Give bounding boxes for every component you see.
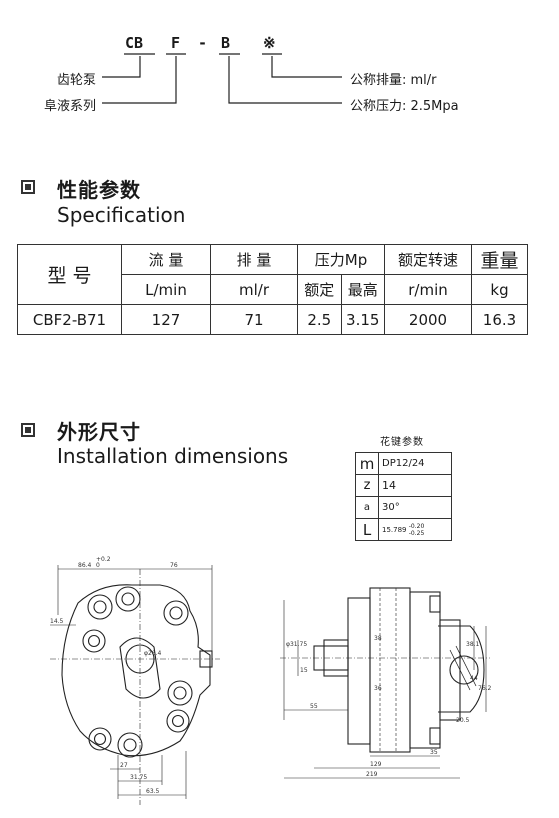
table-row: L 15.789 -0.20 -0.25 xyxy=(355,518,452,541)
code-leader-lines xyxy=(102,53,342,104)
dim-label: 27 xyxy=(120,762,128,769)
cell-speed: 2000 xyxy=(384,304,472,335)
th-pressure-rated: 额定 xyxy=(297,274,342,305)
dim-label: 76.2 xyxy=(478,685,492,692)
dim-label: 63.5 xyxy=(146,788,160,795)
dim-label: 219 xyxy=(366,771,378,778)
dim-label: 38 xyxy=(374,635,382,642)
code-f: F xyxy=(171,34,181,52)
dim-label: 31.75 xyxy=(130,774,147,781)
dim-label: 15 xyxy=(300,667,308,674)
table-row: CBF2-B71 127 71 2.5 3.15 2000 16.3 xyxy=(17,304,528,335)
dim-label: +0.2 xyxy=(96,556,111,563)
table-row: z 14 xyxy=(355,474,452,497)
th-displacement: 排 量 xyxy=(210,244,298,275)
th-weight: 重量 xyxy=(471,244,528,275)
spline-length: 15.789 xyxy=(382,525,407,534)
label-series: 阜液系列 xyxy=(44,99,97,114)
dim-label: 20.5 xyxy=(456,717,470,724)
unit-speed: r/min xyxy=(384,274,472,305)
dim-label: 38.1 xyxy=(466,641,480,648)
th-flow: 流 量 xyxy=(121,244,211,275)
spline-key: z xyxy=(355,474,379,497)
section-icon-install xyxy=(21,423,35,437)
label-gear-pump: 齿轮泵 xyxy=(57,73,97,88)
code-b: B xyxy=(221,34,231,52)
dim-label: 44 xyxy=(470,675,478,682)
dim-label: 36 xyxy=(374,685,382,692)
spline-table: m DP12/24 z 14 a 30° L 15.789 -0.20 -0.2… xyxy=(355,452,452,541)
table-row: a 30° xyxy=(355,496,452,519)
cell-pressure-rated: 2.5 xyxy=(297,304,342,335)
cell-model: CBF2-B71 xyxy=(17,304,122,335)
dim-label: 76 xyxy=(170,562,178,569)
spec-title-en: Specification xyxy=(57,203,186,227)
spline-key: m xyxy=(355,452,379,475)
spec-table: 型 号 流 量 排 量 压力Mp 额定转速 重量 L/min ml/r 额定 最… xyxy=(17,244,528,335)
dim-label: 86.4 xyxy=(78,562,92,569)
cell-flow: 127 xyxy=(121,304,211,335)
install-title-en: Installation dimensions xyxy=(57,444,289,468)
unit-weight: kg xyxy=(471,274,528,305)
side-view-drawing: φ31.75 15 55 36 38 35 129 219 38.1 76.2 … xyxy=(280,587,492,779)
dim-label: φ31.75 xyxy=(286,641,307,648)
spline-value: 30° xyxy=(378,496,452,519)
code-dash: - xyxy=(198,34,208,52)
unit-displacement: ml/r xyxy=(210,274,298,305)
cell-pressure-max: 3.15 xyxy=(340,304,385,335)
spline-value: 14 xyxy=(378,474,452,497)
spline-key: L xyxy=(355,518,379,541)
dim-label: 129 xyxy=(370,761,382,768)
label-pressure: 公称压力: 2.5Mpa xyxy=(350,99,459,114)
dim-label: 35 xyxy=(430,749,438,756)
th-pressure: 压力Mp xyxy=(297,244,385,275)
section-icon-spec xyxy=(21,180,35,194)
spline-tol-upper: -0.20 xyxy=(408,522,425,530)
label-displacement: 公称排量: ml/r xyxy=(350,73,437,88)
th-model: 型 号 xyxy=(17,244,122,305)
front-view-drawing: 86.4 +0.2 0 76 14.5 φ26.4 27 31.75 63.5 xyxy=(50,556,220,805)
cell-weight: 16.3 xyxy=(471,304,528,335)
spec-title-cn: 性能参数 xyxy=(57,178,141,202)
spline-value: 15.789 -0.20 -0.25 xyxy=(378,518,452,541)
install-title-cn: 外形尺寸 xyxy=(57,420,141,444)
dim-label: 14.5 xyxy=(50,618,64,625)
spline-value: DP12/24 xyxy=(378,452,452,475)
cell-displacement: 71 xyxy=(210,304,298,335)
spline-title: 花键参数 xyxy=(380,437,424,448)
dim-label: 0 xyxy=(96,562,100,569)
code-cb: CB xyxy=(125,34,144,52)
dim-label: 55 xyxy=(310,703,318,710)
code-symbol: ※ xyxy=(263,34,276,52)
spline-key: a xyxy=(355,496,379,519)
dim-label: φ26.4 xyxy=(144,650,162,657)
th-speed: 额定转速 xyxy=(384,244,472,275)
unit-flow: L/min xyxy=(121,274,211,305)
th-pressure-max: 最高 xyxy=(340,274,385,305)
table-row: m DP12/24 xyxy=(355,452,452,475)
spline-tol-lower: -0.25 xyxy=(408,529,425,537)
